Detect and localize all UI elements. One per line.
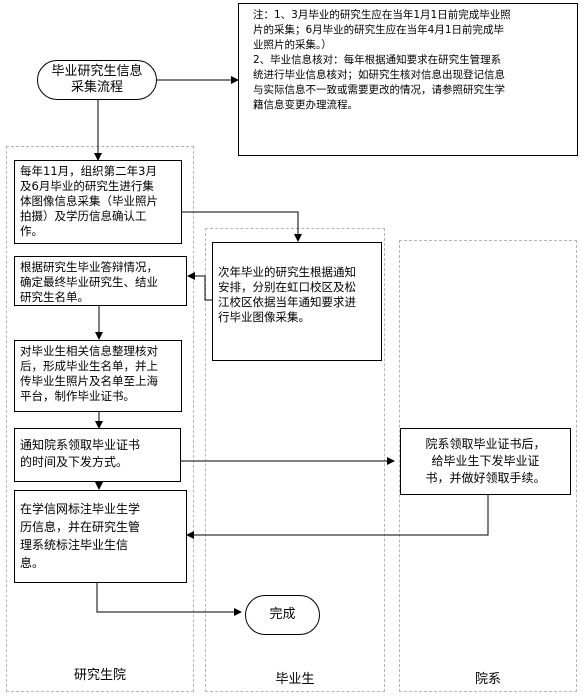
lane-graduate-school [6, 146, 194, 692]
step-mark-graduate-info: 在学信网标注毕业生学 历信息，并在研究生管 理系统标注毕业生信 息。 [14, 490, 187, 583]
note-box: 注：1、3月毕业的研究生应在当年1月1日前完成毕业照 片的采集；6月毕业的研究生… [238, 3, 578, 156]
step-photo-collection: 每年11月，组织第二年3月 及6月毕业的研究生进行集 体图像信息采集（毕业照片 … [14, 160, 182, 244]
lane-label-departments: 院系 [474, 672, 501, 687]
end-node: 完成 [245, 595, 320, 635]
lane-label-graduate-school: 研究生院 [73, 668, 126, 683]
lane-departments [399, 240, 577, 692]
step-department-distribute-certificates: 院系领取毕业证书后， 给毕业生下发毕业证 书，并做好领取手续。 [400, 428, 571, 495]
step-upload-and-certificates: 对毕业生相关信息整理核对 后，形成毕业生名单，并上 传毕业生照片及名单至上海 平… [14, 340, 182, 412]
step-notify-departments: 通知院系领取毕业证书 的时间及下发方式。 [14, 428, 181, 482]
lane-label-graduates: 毕业生 [275, 672, 315, 687]
step-graduate-photo-capture: 次年毕业的研究生根据通知 安排，分别在虹口校区及松 江校区依据当年通知要求进 行… [212, 242, 382, 361]
step-confirm-graduate-list: 根据研究生毕业答辩情况， 确定最终毕业研究生、结业 研究生名单。 [14, 256, 187, 306]
start-node: 毕业研究生信息 采集流程 [37, 60, 157, 100]
